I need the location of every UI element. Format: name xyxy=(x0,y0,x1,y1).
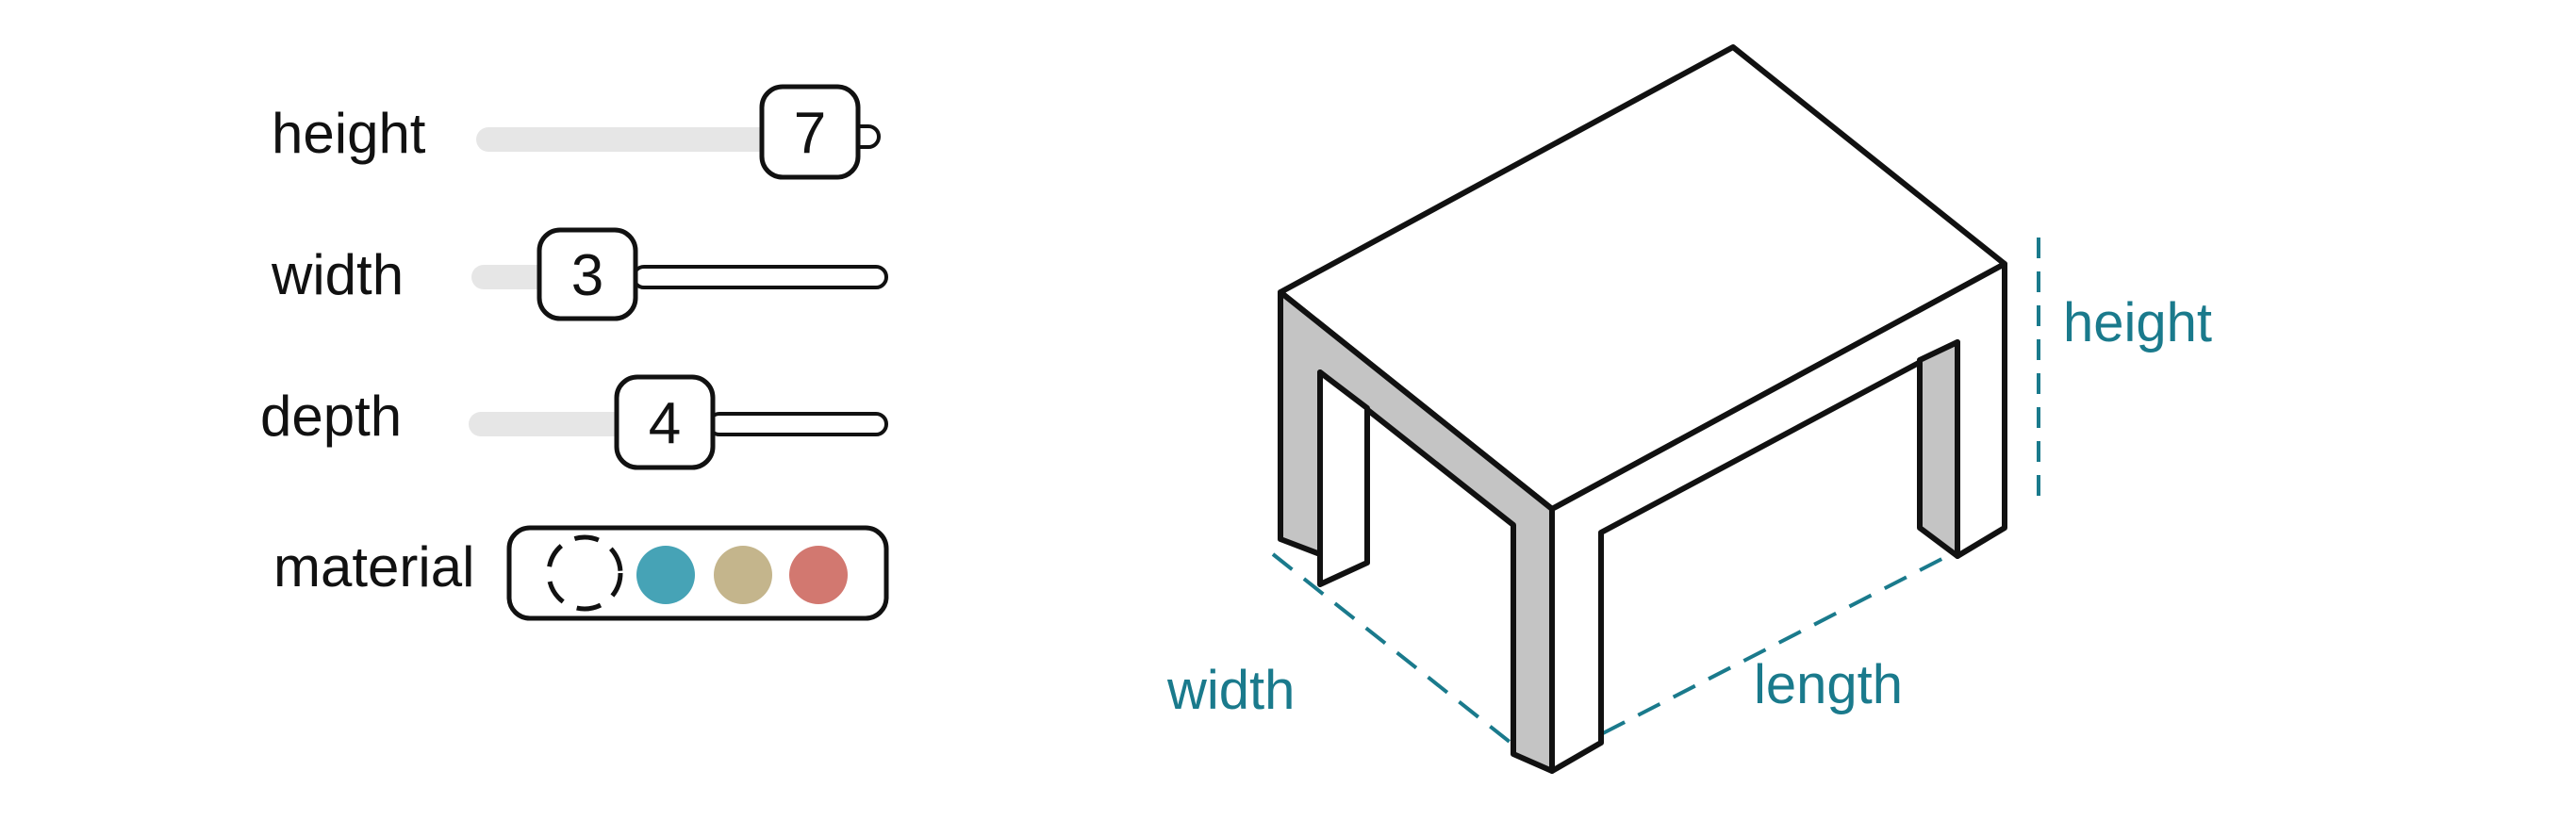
height-value: 7 xyxy=(794,101,826,166)
height-slider[interactable]: 7 xyxy=(476,84,881,180)
table-diagram: height width length xyxy=(1166,44,2212,774)
depth-slider-knob[interactable] xyxy=(614,374,716,470)
height-label: height xyxy=(272,102,426,165)
back-left-leg xyxy=(1317,369,1370,587)
controls-panel: height 7 width 3 depth xyxy=(260,84,889,621)
material-control: material xyxy=(273,525,889,621)
table-top xyxy=(1278,44,2007,512)
height-dimension-label: height xyxy=(2063,292,2212,353)
width-value: 3 xyxy=(571,243,603,308)
depth-control: depth 4 xyxy=(260,374,888,470)
depth-slider-remaining[interactable] xyxy=(707,412,888,436)
height-slider-knob[interactable] xyxy=(759,84,861,180)
back-right-leg xyxy=(1917,339,1960,559)
width-control: width 3 xyxy=(271,227,888,321)
length-dimension-line xyxy=(1602,549,1957,735)
width-dimension-line xyxy=(1271,552,1548,773)
material-label: material xyxy=(273,535,474,599)
width-slider-knob[interactable] xyxy=(537,227,638,321)
depth-label: depth xyxy=(260,385,402,448)
width-slider[interactable]: 3 xyxy=(471,227,888,321)
width-dimension-label: width xyxy=(1166,660,1295,721)
swatch-none[interactable] xyxy=(546,534,623,612)
length-dimension-label: length xyxy=(1754,654,1903,715)
width-label: width xyxy=(271,243,404,306)
width-slider-remaining[interactable] xyxy=(632,265,888,289)
height-control: height 7 xyxy=(272,84,881,180)
swatch-teal[interactable] xyxy=(636,546,695,604)
depth-slider[interactable]: 4 xyxy=(469,374,888,470)
swatch-coral[interactable] xyxy=(789,546,848,604)
swatch-tan[interactable] xyxy=(714,546,772,604)
material-picker xyxy=(506,525,889,621)
depth-value: 4 xyxy=(649,391,681,456)
